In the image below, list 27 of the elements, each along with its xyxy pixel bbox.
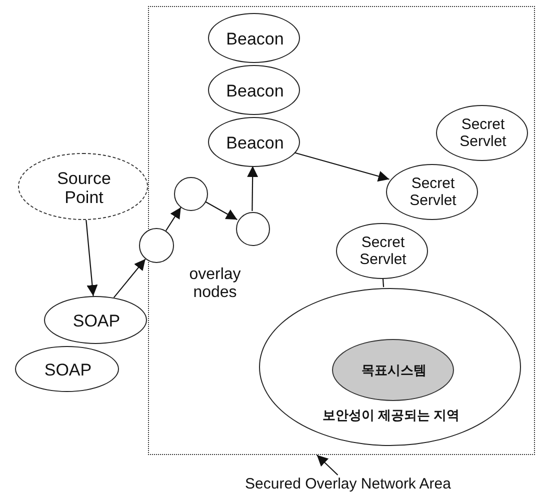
arrow xyxy=(316,454,338,476)
node-label: Secret Servlet xyxy=(358,235,408,269)
arrow xyxy=(165,207,182,232)
circle-node xyxy=(236,212,270,246)
node-label: Secret Servlet xyxy=(408,176,458,210)
arrow xyxy=(204,200,238,220)
arrow xyxy=(113,258,146,298)
connector-line xyxy=(382,278,384,288)
node-label: Beacon xyxy=(226,29,284,49)
node-label: Beacon xyxy=(226,81,284,101)
caption-text: Secured Overlay Network Area xyxy=(245,476,451,493)
node-label: Beacon xyxy=(226,133,284,153)
arrow xyxy=(86,220,98,296)
ellipse-node xyxy=(44,296,147,344)
node-label: Secret Servlet xyxy=(458,117,508,151)
node-label: 목표시스템 xyxy=(362,364,426,378)
node-label: SOAP xyxy=(44,360,92,380)
arrow xyxy=(247,166,258,211)
ellipse-node xyxy=(386,164,478,220)
arrow xyxy=(294,152,390,182)
dotted-boundary xyxy=(148,6,535,455)
circle-node xyxy=(174,177,208,211)
circle-node xyxy=(139,228,174,263)
node-label: Source Point xyxy=(56,168,112,207)
node-label: SOAP xyxy=(72,311,120,331)
node-label: 보안성이 제공되는 지역 xyxy=(322,408,460,424)
caption-text: overlay nodes xyxy=(188,266,242,303)
